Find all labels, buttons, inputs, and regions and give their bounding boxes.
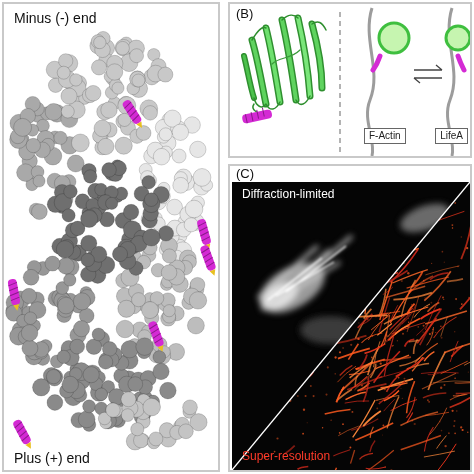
end-label: Plus (+) end: [14, 450, 90, 466]
divider-line: [339, 12, 341, 152]
panel-b: (B) F-Actin LifeA: [228, 2, 472, 158]
panel-a: Minus (-) endPlus (+) end: [2, 2, 220, 472]
label-box: F-Actin: [364, 128, 406, 144]
gfp-barrel: [244, 15, 326, 114]
lifeact-helices: [7, 99, 218, 451]
image-label: Super-resolution: [242, 450, 330, 464]
split-line: [232, 182, 470, 470]
box-label: LifeA: [440, 130, 463, 142]
label-box: LifeA: [435, 128, 468, 144]
panel-letter: (B): [236, 7, 253, 22]
panel-letter: (C): [236, 167, 254, 182]
super-resolution-image: [241, 190, 474, 474]
panel-c: (C) Diffraction-limitedSuper-resolution: [228, 164, 472, 472]
image-label: Diffraction-limited: [242, 188, 334, 202]
gfp-helix: [241, 108, 272, 124]
equilibrium-arrows: [414, 65, 442, 83]
box-label: F-Actin: [369, 130, 401, 142]
micrograph-background: [232, 182, 470, 470]
diffraction-limited-image: [251, 198, 454, 344]
actin-filament-model: [6, 31, 213, 450]
end-label: Minus (-) end: [14, 10, 96, 26]
